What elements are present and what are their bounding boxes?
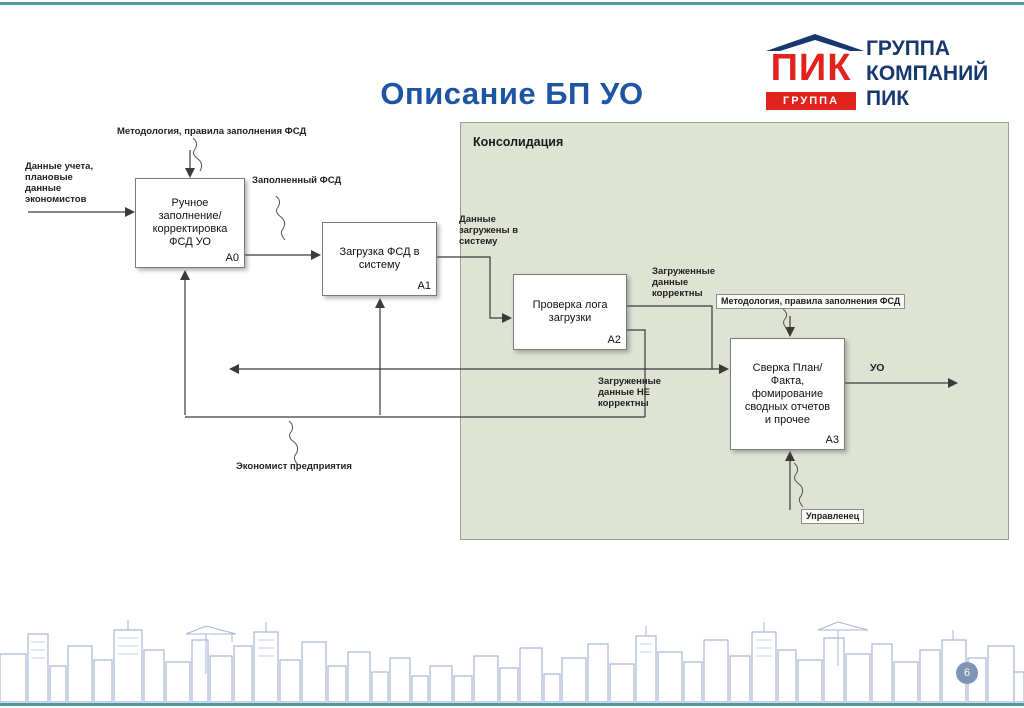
flow-label-uo: УО	[870, 362, 885, 374]
house-roof-icon	[766, 34, 864, 51]
box-code: A0	[225, 252, 239, 264]
process-box-a0: Ручное заполнение/ корректировка ФСД УО …	[135, 178, 245, 268]
process-box-title: Сверка План/ Факта, фомирование сводных …	[744, 361, 831, 426]
box-code: A2	[607, 334, 621, 346]
flow-label-methodology-a3: Методология, правила заполнения ФСД	[716, 294, 906, 309]
top-rule	[0, 2, 1024, 5]
flow-label-filled-fsd: Заполненный ФСД	[252, 175, 342, 186]
logo: ПИК ГРУППА ГРУППА КОМПАНИЙ ПИК	[762, 30, 992, 120]
process-box-title: Загрузка ФСД в систему	[339, 246, 420, 271]
flow-label-loaded-incorrect: Загруженные данные НЕ корректны	[598, 376, 662, 409]
flow-label-manager: Управленец	[801, 509, 865, 524]
logo-company-name: ГРУППА КОМПАНИЙ ПИК	[866, 37, 989, 110]
flow-label-input-data: Данные учета, плановые данные экономисто…	[25, 161, 94, 205]
page-title: Описание БП УО	[380, 76, 644, 111]
process-box-title: Ручное заполнение/ корректировка ФСД УО	[152, 197, 228, 248]
box-code: A3	[825, 434, 839, 446]
process-box-a3: Сверка План/ Факта, фомирование сводных …	[730, 338, 845, 450]
logo-brand: ПИК	[770, 47, 852, 89]
process-box-title: Проверка лога загрузки	[532, 299, 608, 324]
flow-label-loaded-correct: Загруженные данные корректны	[652, 266, 716, 299]
region-label: Консолидация	[473, 135, 564, 149]
flow-label-economist: Экономист предприятия	[236, 461, 352, 472]
box-code: A1	[417, 280, 431, 292]
process-box-a2: Проверка лога загрузки A2	[513, 274, 627, 350]
page-number-badge: 6	[956, 662, 978, 684]
logo-brand-group: ГРУППА	[766, 92, 856, 110]
process-box-a1: Загрузка ФСД в систему A1	[322, 222, 437, 296]
bottom-rule	[0, 703, 1024, 706]
flow-label-data-loaded: Данные загружены в систему	[459, 214, 519, 247]
city-skyline	[0, 620, 1024, 703]
flow-label-methodology-top: Методология, правила заполнения ФСД	[117, 126, 307, 137]
